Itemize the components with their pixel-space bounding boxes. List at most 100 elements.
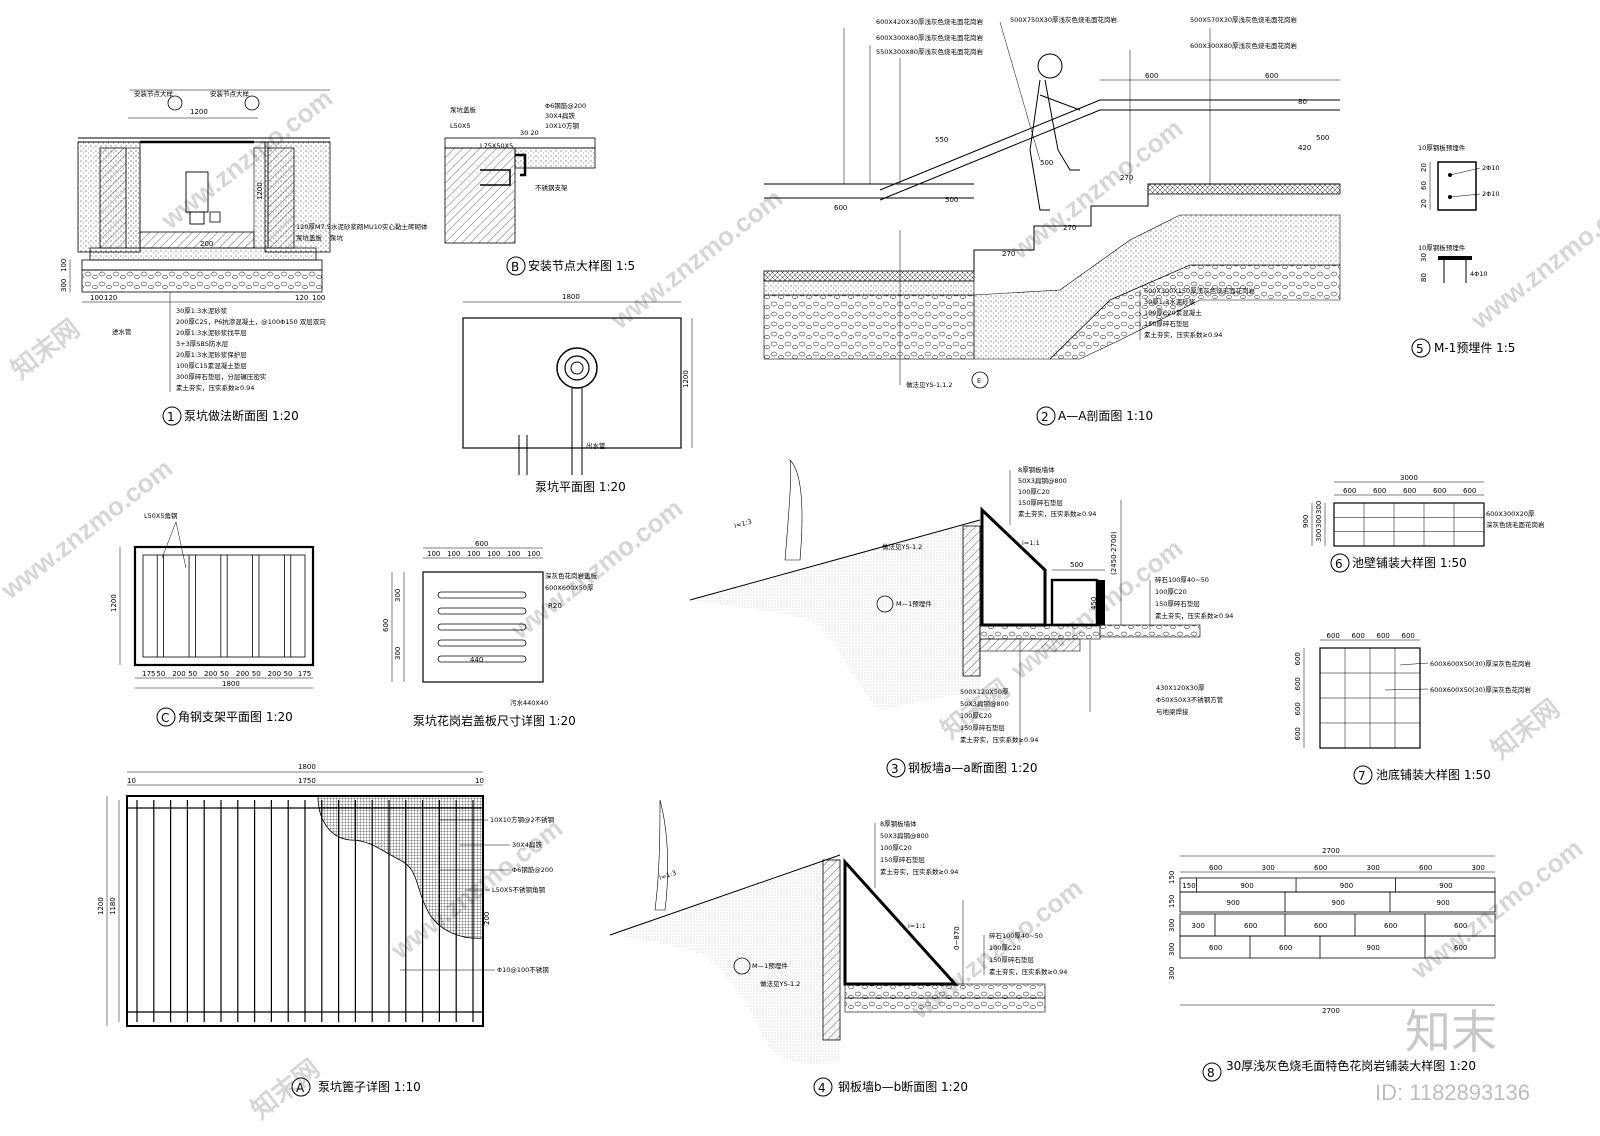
layer-note: 30厚1:3水泥砂浆 [1144,297,1196,306]
dim-label: 200 [236,670,249,678]
note: L50X5不锈钢角钢 [492,885,545,894]
dim-label: 0~870 [953,926,961,950]
note: 4Φ10 [1470,270,1488,278]
dim-label: 600 [1402,632,1415,640]
section-steel-wall-a-a: (2450-2700) 450 500 i=1:3 i=1:1 做法见YS-1.… [689,459,1233,778]
slot [437,639,527,647]
note: 泵坑盖板 [296,233,323,242]
dim-label: 50 [252,670,261,678]
dim-label: (2450-2700) [1110,531,1118,575]
dim-label: 300 [394,589,402,602]
dim-label: 3000 [1400,474,1418,482]
dim-label: 200 [200,240,213,248]
dim-label: 900 [1340,882,1353,890]
dim-label: 600 [1352,632,1365,640]
note: 600X600X50(30)厚深灰色花岗岩 [1430,659,1531,668]
note: 泵坑盖板 [450,105,477,114]
slot [437,655,527,663]
note: 50X3扁钢@800 [960,699,1009,708]
slot [437,591,527,599]
watermark-site: www.znzmo.com [1464,183,1600,336]
dim-label: 600 [1384,922,1397,930]
note: Φ6钢筋@200 [545,101,586,110]
section-a-a: 600X420X30厚浅灰色烧毛面花岗岩 600X300X80厚浅灰色烧毛面花岗… [763,15,1341,426]
drawing-title: 钢板墙b—b断面图 1:20 [838,1079,968,1094]
note: 100厚C20 [880,844,912,852]
paving-course [1179,935,1496,959]
dim-label: 80 [1420,273,1428,282]
dim-label: 2700 [1322,1007,1340,1015]
dim-label: 550 [935,136,948,144]
dim-label: 300 [1367,864,1380,872]
dim-label: 600 [1377,632,1390,640]
note: 2Φ10 [1482,190,1500,198]
note: 安装节点大样 [134,89,174,98]
dim-label: 100 [447,550,460,558]
dim-label: 1800 [562,293,580,301]
dim-label: 300 [1168,943,1176,956]
embedded-part-m1: 10厚钢板预埋件 2Φ10 2Φ10 20 60 20 10厚钢板预埋件 4Φ1… [1411,143,1515,358]
slot [437,607,527,615]
dim-label: 600 [1454,944,1467,952]
note: 150厚碎石垫层 [1155,599,1200,608]
dim-label: 300 [60,279,68,292]
layer-note: 300厚碎石垫层，分层碾压密实 [176,372,267,381]
dim-label: 80 [1298,98,1307,106]
note: 深灰色花岗岩盖板 [545,571,598,580]
note: 10X10方钢 [545,121,579,130]
dim-label: 60 [1420,181,1428,190]
note: 100厚C20 [1018,488,1050,496]
dim-label: 100 [467,550,480,558]
callout: 600X300X80厚浅灰色烧毛面花岗岩 [876,33,983,42]
dim-label: 270 [1063,224,1076,232]
note: L75X50X5 [480,142,513,150]
detail-number: 3 [891,762,899,776]
layer-note: 20厚1:3水泥砂浆找平层 [176,328,247,337]
dim-label: 150 [1168,895,1176,908]
note: 50X3扁钢@800 [880,831,929,840]
note: 素土夯实，压实系数≥0.94 [1018,509,1096,518]
dim-label: 500 [1070,561,1083,569]
note: 150厚碎石垫层 [1018,498,1063,507]
note: 10厚钢板预埋件 [1418,243,1466,252]
note: M—1预埋件 [752,961,788,970]
note: 素土夯实，压实系数≥0.94 [1155,611,1233,620]
note: 120厚M7.5水泥砂浆砌MU10实心黏土砖砌体 [296,222,428,231]
drawing-title: 泵坑花岗岩盖板尺寸详图 1:20 [413,713,576,728]
dim-label: 600 [1145,72,1158,80]
dim-label: 300 [1315,501,1323,514]
detail-number: 6 [1335,557,1343,571]
callout: 500X750X30厚浅灰色烧毛面花岗岩 [1010,15,1117,24]
note: Φ10@100不锈钢 [497,965,549,974]
note: i=1:1 [1022,539,1040,547]
note: 2Φ10 [1482,164,1500,172]
dim-label: 600 [1314,922,1327,930]
note: 不锈钢支架 [535,183,568,192]
dim-label: 600 [1294,727,1302,740]
dim-label: 50 [220,670,229,678]
dim-label: 1200 [256,182,264,200]
layer-note: 30厚1:3水泥砂浆 [176,306,228,315]
note: 500X120X50厚 [960,688,1009,696]
dim-label: 100 [527,550,540,558]
dim-label: 200 [483,912,491,925]
drawing-title: 30厚浅灰色烧毛面特色花岗岩铺装大样图 1:20 [1226,1058,1476,1073]
note: 150厚碎石垫层 [989,955,1034,964]
dim-label: 600 [834,204,847,212]
dim-label: 600 [1327,632,1340,640]
dim-label: 900 [1240,882,1253,890]
layer-note: 200厚C25，P6抗渗混凝土，@100Φ150 双层双向 [176,317,326,326]
dim-label: 50 [156,670,165,678]
dim-label: 200 [204,670,217,678]
dim-label: 440 [470,656,483,664]
note: 600X600X50厚 [545,584,594,592]
dim-label: 300 [1262,864,1275,872]
drawing-title: 角钢支架平面图 1:20 [178,710,293,724]
layer-note: 150厚碎石垫层 [1144,319,1189,328]
dim-label: 600 [382,619,390,632]
dim-label: 175 [298,670,311,678]
dim-label: 600 [1373,487,1386,495]
dim-label: 20 [1420,199,1428,208]
